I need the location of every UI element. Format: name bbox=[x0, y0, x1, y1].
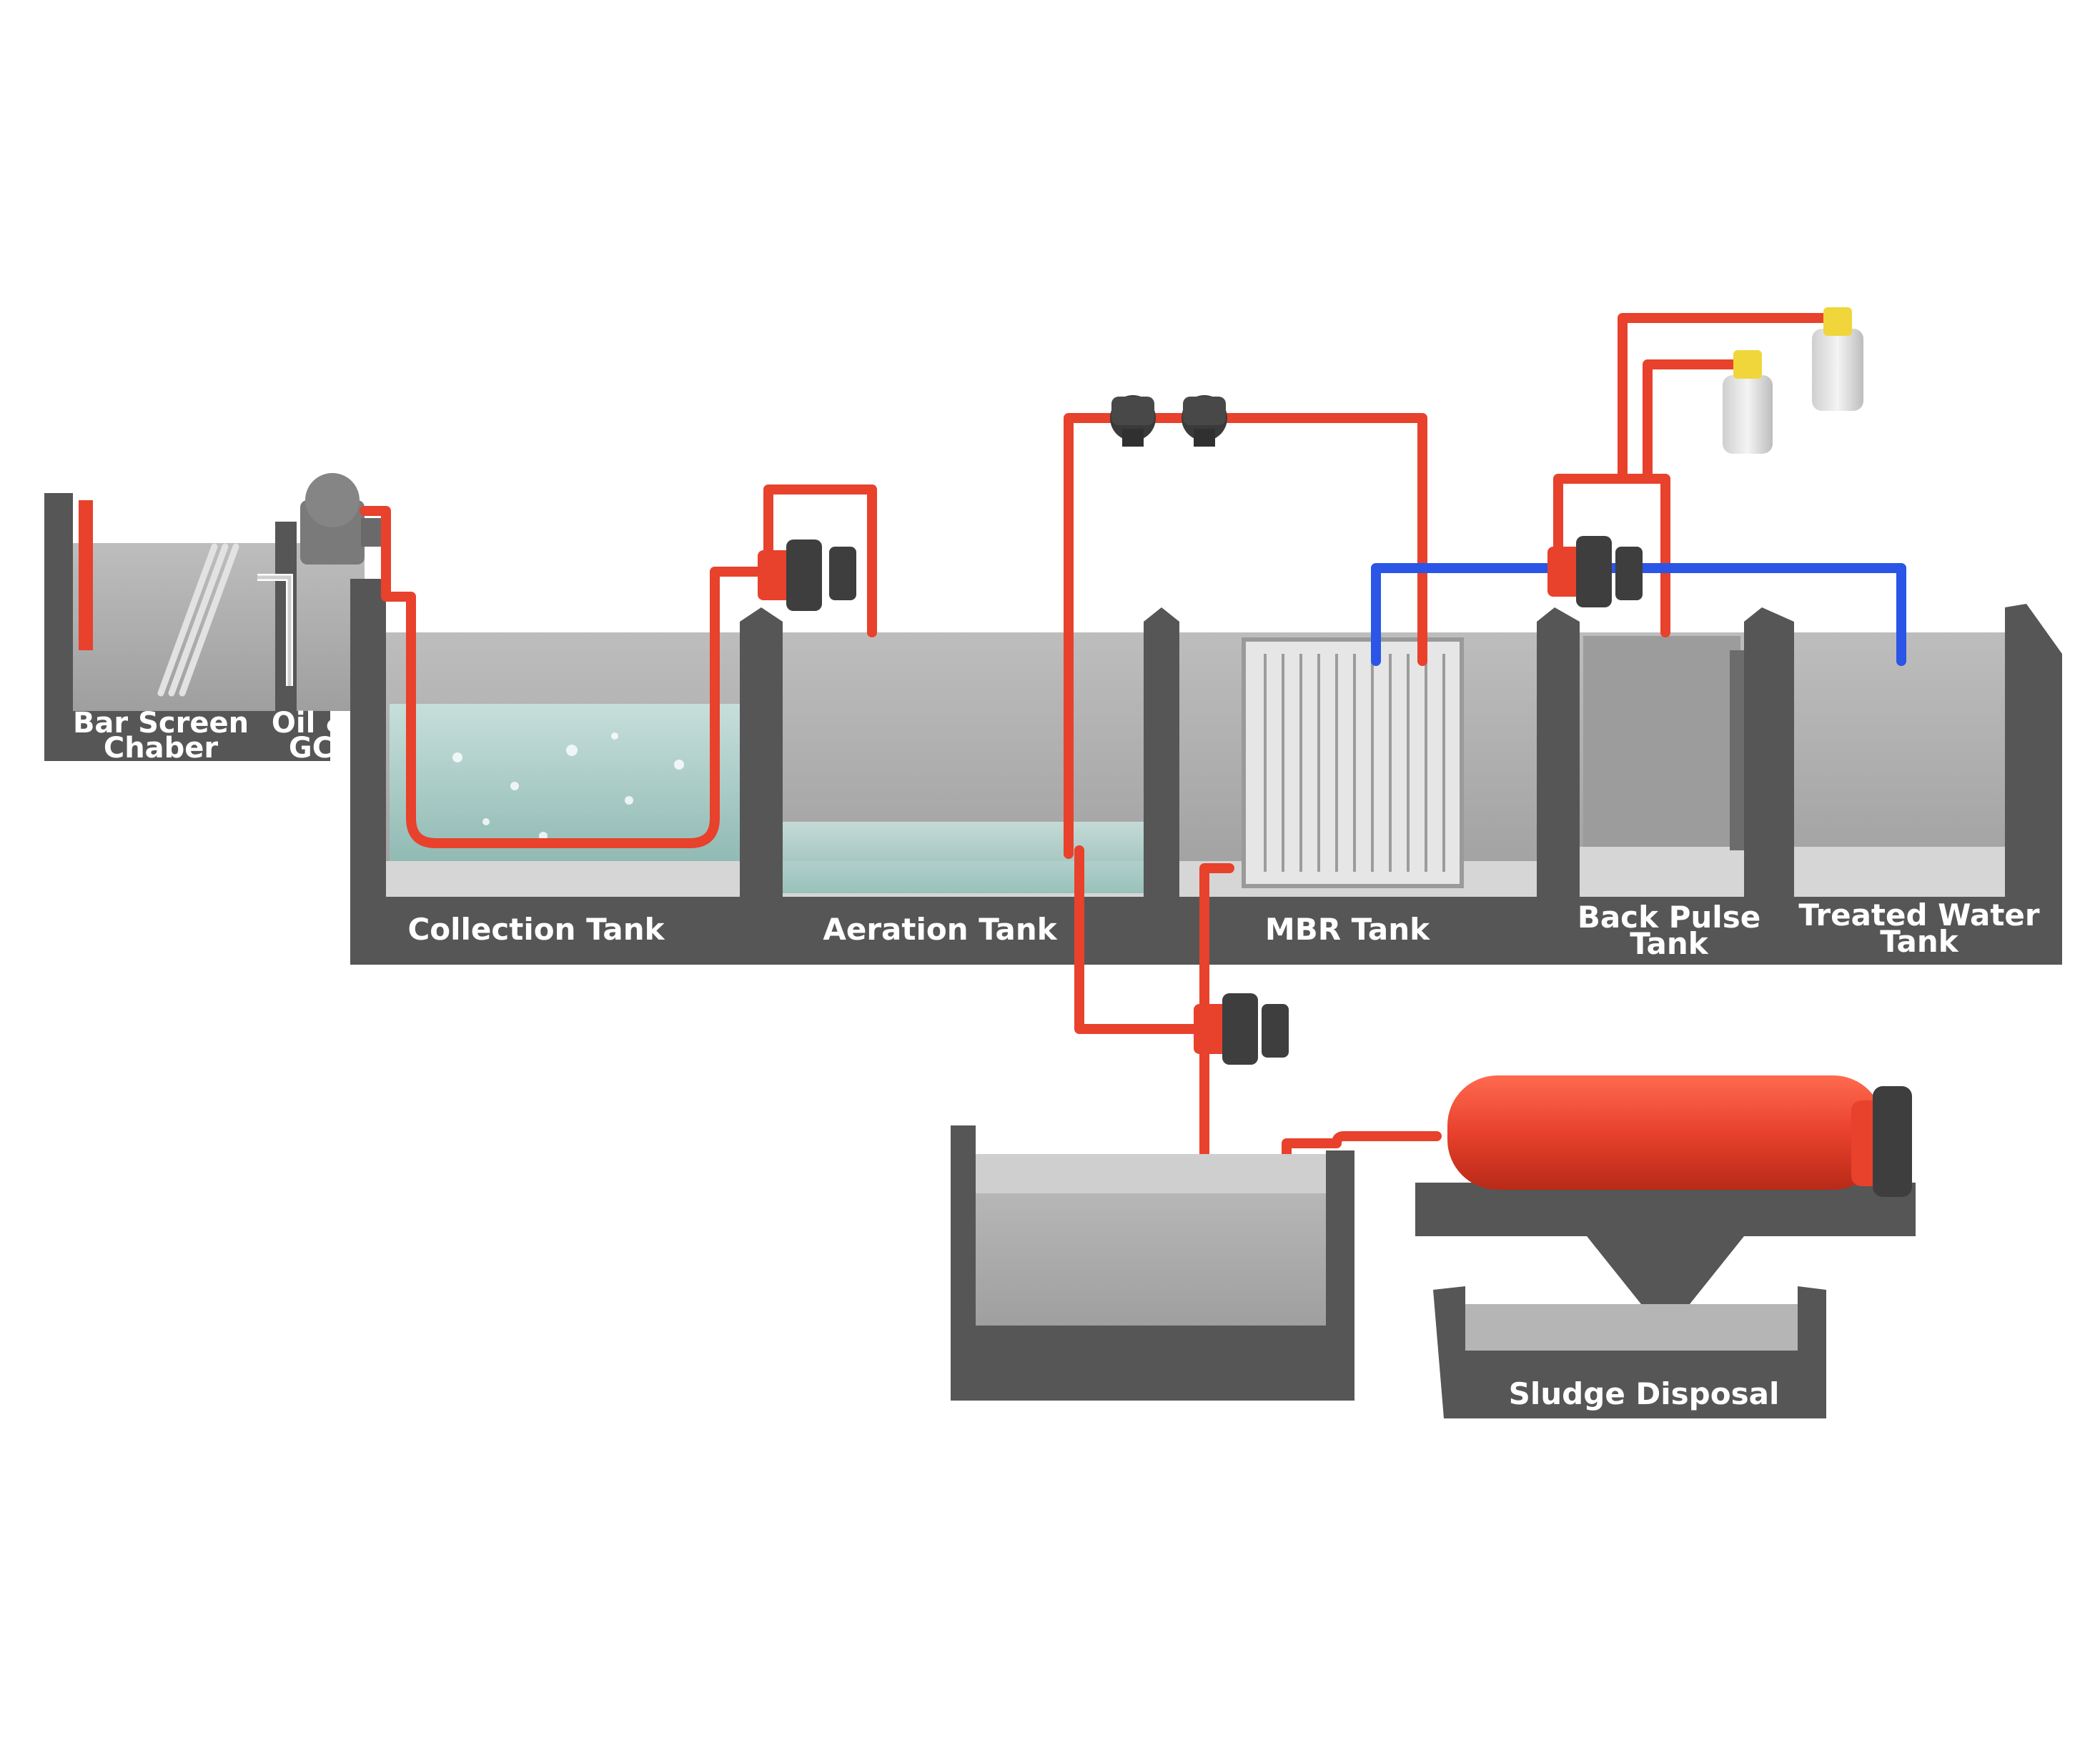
aeration-loop-pipe bbox=[763, 484, 877, 637]
bar-screen-label-line2: Chaber bbox=[104, 732, 219, 765]
bar-screen-rack bbox=[157, 543, 239, 697]
mbr-tank: MBR Tank bbox=[1179, 632, 1544, 947]
back-pulse-label-line2: Tank bbox=[1630, 926, 1708, 961]
oil-gc-label-line2: GC bbox=[289, 732, 333, 765]
collection-tank: Collection Tank bbox=[386, 632, 740, 947]
dewatering-feed-pipe bbox=[1282, 1131, 1442, 1220]
collection-pump bbox=[758, 540, 856, 611]
tank-divider bbox=[1537, 607, 1580, 897]
tank-divider bbox=[740, 607, 783, 897]
back-pulse-tank: Back Pulse Tank bbox=[1578, 632, 1760, 961]
back-pulse-pump bbox=[1547, 536, 1643, 607]
back-pulse-loop-pipe bbox=[1553, 474, 1670, 637]
tank-divider bbox=[1744, 607, 1794, 897]
air-supply-pipe bbox=[1064, 413, 1427, 859]
treated-water-tank: Treated Water Tank bbox=[1794, 604, 2062, 965]
treated-water-label-line1: Treated Water bbox=[1798, 898, 2040, 933]
sludge-return-pipe bbox=[1074, 845, 1199, 1034]
mbr-tank-label: MBR Tank bbox=[1265, 912, 1430, 947]
tank-divider bbox=[1144, 607, 1179, 897]
aeration-tank-label: Aeration Tank bbox=[823, 912, 1057, 947]
oil-separator-unit bbox=[300, 473, 382, 565]
mbr-membrane-module bbox=[1242, 637, 1464, 888]
air-blower-2 bbox=[1182, 395, 1227, 447]
bar-screen-label-line1: Bar Screen bbox=[73, 707, 249, 740]
sludge-pump bbox=[1194, 993, 1289, 1065]
air-blower-1 bbox=[1110, 395, 1156, 447]
collection-tank-label: Collection Tank bbox=[407, 912, 665, 947]
mbr-drain-pipe bbox=[1199, 863, 1234, 1191]
chemical-bottle-2 bbox=[1812, 307, 1863, 411]
sludge-disposal-bin: Sludge Disposal bbox=[1433, 1286, 1826, 1418]
chemical-line-2 bbox=[1643, 359, 1753, 480]
red-pipe-network bbox=[360, 313, 1831, 1220]
sludge-dewatering-unit bbox=[1415, 1075, 1916, 1308]
chemical-line-1 bbox=[1618, 313, 1831, 480]
sludge-holding-tank bbox=[951, 1125, 1354, 1401]
oil-gc-chamber: Oil & GC bbox=[257, 473, 382, 765]
sludge-disposal-label: Sludge Disposal bbox=[1509, 1376, 1780, 1411]
transfer-pipe bbox=[360, 506, 763, 848]
treated-water-label-line2: Tank bbox=[1880, 924, 1958, 959]
chemical-bottle-1 bbox=[1723, 350, 1773, 454]
oil-gc-label-line1: Oil & bbox=[272, 707, 350, 740]
back-pulse-label-line1: Back Pulse bbox=[1578, 900, 1760, 935]
